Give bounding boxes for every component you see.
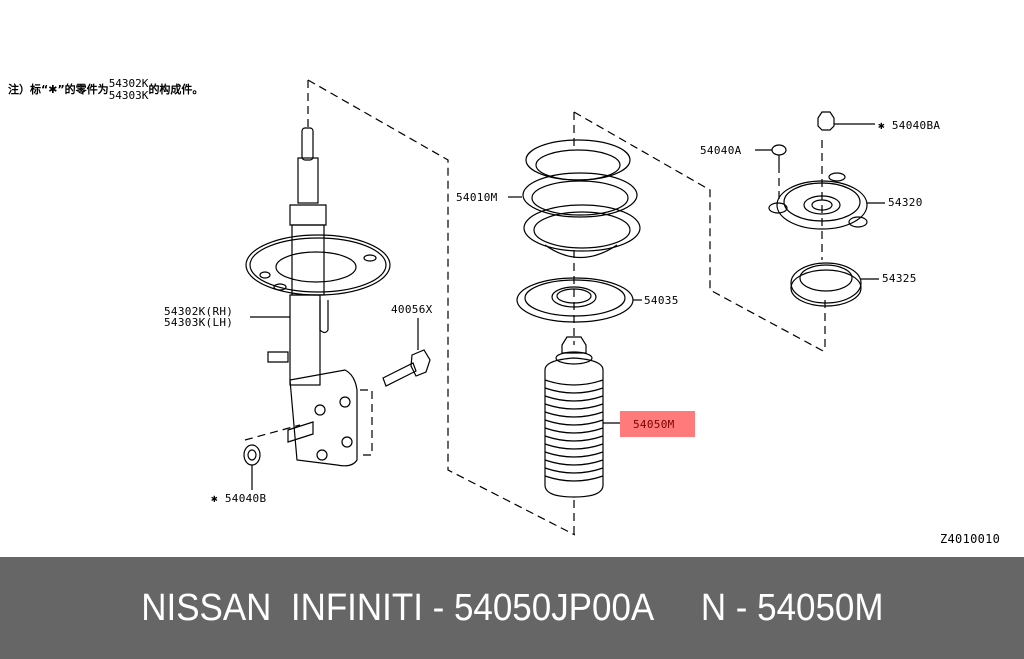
exploded-view-drawing <box>243 79 885 536</box>
label-nut-54040BA[interactable]: ✱ 54040BA <box>878 119 941 132</box>
assembly-frame-right <box>244 111 826 535</box>
bearing <box>790 262 879 307</box>
strut-mount <box>768 172 885 230</box>
label-bolt-40056X[interactable]: 40056X <box>391 303 433 316</box>
note-prefix: 注）标“✱”的零件为 <box>8 83 109 96</box>
part-caption: NISSAN INFINITI - 54050JP00A N - 54050M <box>140 586 884 629</box>
figure-code: Z4010010 <box>940 532 1001 546</box>
bumper-boot <box>544 336 620 498</box>
part-caption-bar: NISSAN INFINITI - 54050JP00A N - 54050M <box>0 557 1024 659</box>
note-part-bottom: 54303K <box>108 89 149 102</box>
label-strut-rh[interactable]: 54302K(RH) <box>164 305 234 318</box>
nut-54040BA <box>817 111 875 131</box>
coil-spring <box>508 139 641 259</box>
note-part-top: 54302K <box>108 77 149 90</box>
bolt-54040A <box>755 144 787 165</box>
label-mount-54320[interactable]: 54320 <box>888 196 923 209</box>
strut-assembly <box>245 127 391 467</box>
label-boot-54050M: 54050M <box>633 418 675 431</box>
note-suffix: 的构成件。 <box>148 83 204 96</box>
assembly-frame-left <box>307 79 576 536</box>
bolt-40056X <box>382 318 431 387</box>
highlighted-part-54050M[interactable]: 54050M <box>620 411 695 437</box>
label-spring-54010M[interactable]: 54010M <box>456 191 498 204</box>
label-strut-lh[interactable]: 54303K(LH) <box>164 316 234 329</box>
label-seat-54035[interactable]: 54035 <box>644 294 679 307</box>
label-bolt-54040A[interactable]: 54040A <box>700 144 742 157</box>
label-nut-54040B[interactable]: ✱ 54040B <box>211 492 267 505</box>
nut-54040B <box>243 444 261 490</box>
label-bearing-54325[interactable]: 54325 <box>882 272 917 285</box>
spring-seat <box>516 277 642 323</box>
